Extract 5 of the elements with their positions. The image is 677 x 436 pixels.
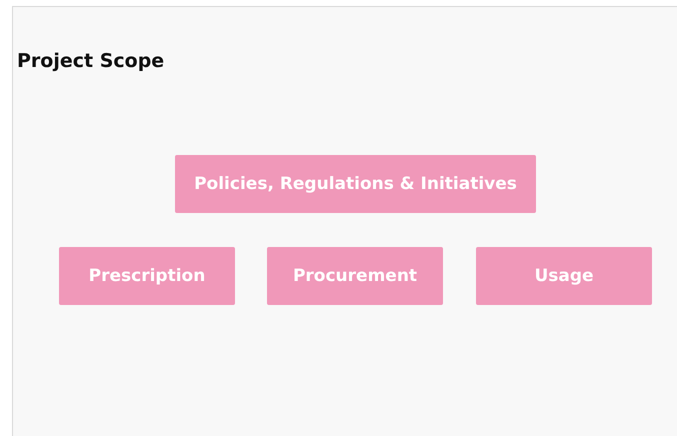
scope-box: Policies, Regulations & Initiatives xyxy=(175,155,536,213)
scope-box: Procurement xyxy=(267,247,443,305)
diagram-title: Project Scope xyxy=(17,50,164,72)
scope-box: Usage xyxy=(476,247,652,305)
scope-box: Prescription xyxy=(59,247,235,305)
